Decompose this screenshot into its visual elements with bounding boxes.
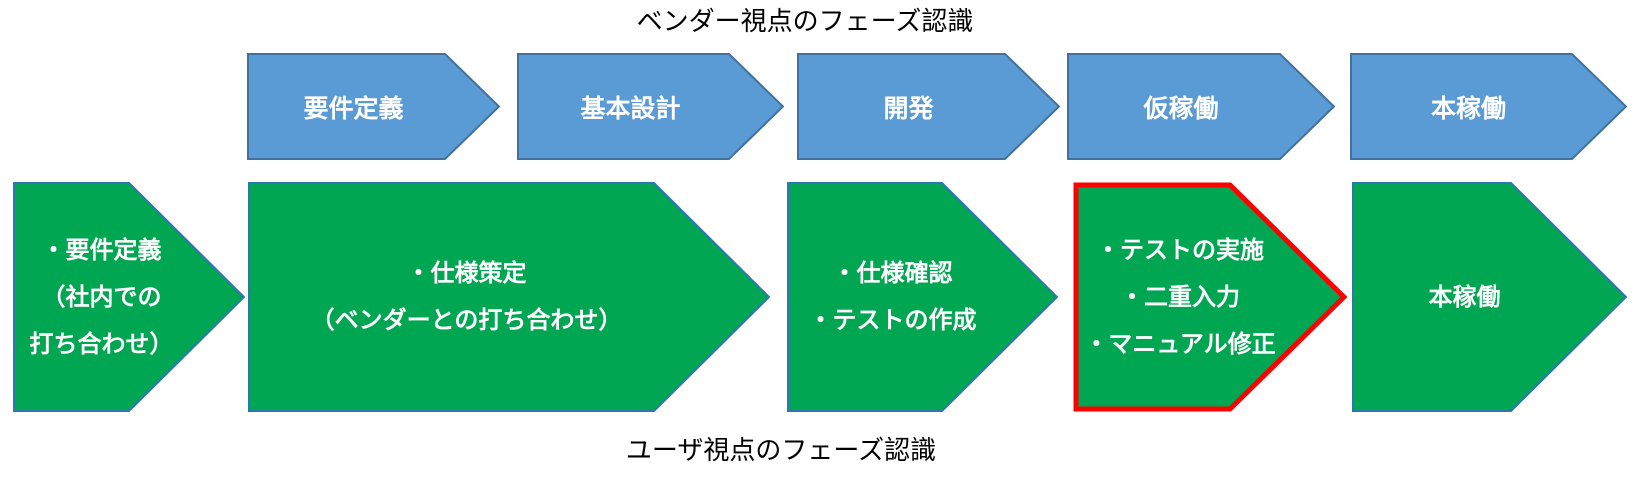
vendor-phase-development: 開発 — [797, 53, 1060, 160]
chevron-arrow-highlight-icon — [1073, 182, 1347, 412]
user-phase-line: ・要件定義 — [41, 236, 162, 264]
chevron-arrow-icon — [248, 182, 770, 412]
user-phase-line: ・マニュアル修正 — [1084, 330, 1276, 358]
user-phase-spec-planning: ・仕様策定 （ベンダーとの打ち合わせ） — [248, 182, 770, 412]
chevron-arrow-icon — [1350, 53, 1627, 160]
user-phase-line: （ベンダーとの打ち合わせ） — [310, 307, 623, 334]
user-phase-production-operation: 本稼働 — [1352, 182, 1627, 412]
chevron-arrow-icon — [797, 53, 1060, 160]
user-phase-requirements-definition: ・要件定義 （社内での 打ち合わせ） — [13, 182, 245, 412]
user-phase-line: 打ち合わせ） — [29, 330, 174, 358]
user-phase-line: ・仕様確認 — [832, 260, 953, 287]
user-phase-line: ・テストの作成 — [808, 307, 977, 334]
chevron-arrow-icon — [787, 182, 1058, 412]
chevron-arrow-icon — [517, 53, 784, 160]
user-phase-line: （社内での — [41, 283, 162, 311]
user-phase-trial-operation-highlighted: ・テストの実施 ・二重入力 ・マニュアル修正 — [1073, 182, 1347, 412]
vendor-phase-label: 仮稼働 — [1143, 94, 1219, 123]
vendor-phase-basic-design: 基本設計 — [517, 53, 784, 160]
vendor-phase-label: 基本設計 — [580, 94, 681, 123]
user-phase-label: ・仕様確認 ・テストの作成 — [787, 182, 1058, 412]
vendor-phase-label: 開発 — [883, 94, 934, 123]
vendor-phase-label: 本稼働 — [1430, 94, 1506, 123]
vendor-row-title: ベンダー視点のフェーズ認識 — [636, 6, 974, 36]
user-phase-line: 本稼働 — [1428, 283, 1501, 311]
user-phase-label: ・仕様策定 （ベンダーとの打ち合わせ） — [248, 182, 770, 412]
chevron-arrow-icon — [1352, 182, 1627, 412]
user-phase-line: ・テストの実施 — [1096, 236, 1264, 264]
user-phase-label: 本稼働 — [1352, 182, 1627, 412]
user-phase-line: ・二重入力 — [1120, 283, 1240, 311]
chevron-arrow-icon — [13, 182, 245, 412]
chevron-arrow-icon — [1067, 53, 1335, 160]
vendor-phase-production-operation: 本稼働 — [1350, 53, 1627, 160]
chevron-arrow-icon — [247, 53, 500, 160]
vendor-phase-trial-operation: 仮稼働 — [1067, 53, 1335, 160]
user-phase-spec-confirmation: ・仕様確認 ・テストの作成 — [787, 182, 1058, 412]
vendor-phase-label: 要件定義 — [303, 94, 404, 123]
user-phase-line: ・仕様策定 — [406, 260, 527, 287]
user-row-title: ユーザ視点のフェーズ認識 — [625, 435, 937, 465]
user-phase-label: ・要件定義 （社内での 打ち合わせ） — [13, 182, 245, 412]
vendor-phase-requirements-definition: 要件定義 — [247, 53, 500, 160]
user-phase-label: ・テストの実施 ・二重入力 ・マニュアル修正 — [1073, 182, 1347, 412]
